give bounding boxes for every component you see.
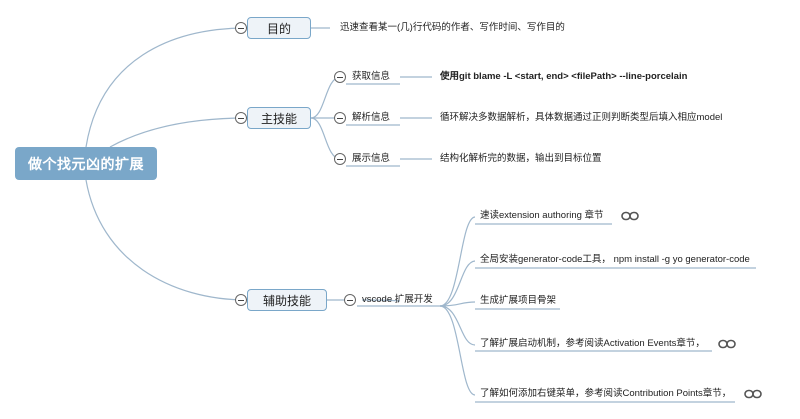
purpose-text: 迅速查看某一(几)行代码的作者、写作时间、写作目的 [340, 22, 565, 33]
branch-main-sub [310, 76, 341, 119]
collapse-purpose-button[interactable] [235, 22, 247, 34]
subtopic-parse-info[interactable]: 解析信息 [352, 112, 391, 123]
collapse-vscode-button[interactable] [344, 294, 356, 306]
subtopic-fetch-info[interactable]: 获取信息 [352, 71, 391, 82]
link-icon[interactable] [744, 389, 762, 399]
subtopic-show-info[interactable]: 展示信息 [352, 153, 391, 164]
show-info-detail: 结构化解析完的数据，输出到目标位置 [440, 153, 602, 164]
branch-purpose [85, 27, 248, 148]
vscode-item-3: 生成扩展项目骨架 [480, 295, 557, 306]
link-icon[interactable] [718, 339, 736, 349]
topic-purpose[interactable]: 目的 [247, 17, 311, 39]
topic-aux-skill[interactable]: 辅助技能 [247, 289, 327, 311]
vscode-item-1: 速读extension authoring 章节 [480, 210, 604, 221]
branch-main-skill [109, 117, 248, 148]
branch-aux-skill [85, 179, 248, 301]
topic-main-skill[interactable]: 主技能 [247, 107, 311, 129]
collapse-show-info-button[interactable] [334, 153, 346, 165]
fetch-info-detail: 使用git blame -L <start, end> <filePath> -… [440, 71, 688, 82]
collapse-parse-info-button[interactable] [334, 112, 346, 124]
vscode-item-5: 了解如何添加右键菜单，参考阅读Contribution Points章节， [480, 388, 732, 399]
collapse-main-skill-button[interactable] [235, 112, 247, 124]
parse-info-detail: 循环解决多数据解析，具体数据通过正则判断类型后填入相应model [440, 112, 723, 123]
root-topic[interactable]: 做个找元凶的扩展 [15, 147, 157, 180]
collapse-aux-skill-button[interactable] [235, 294, 247, 306]
vscode-item-2: 全局安装generator-code工具， npm install -g yo … [480, 254, 750, 265]
collapse-fetch-info-button[interactable] [334, 71, 346, 83]
link-icon[interactable] [621, 211, 639, 221]
subtopic-vscode[interactable]: vscode 扩展开发 [362, 294, 433, 305]
vscode-item-4: 了解扩展启动机制，参考阅读Activation Events章节， [480, 338, 705, 349]
